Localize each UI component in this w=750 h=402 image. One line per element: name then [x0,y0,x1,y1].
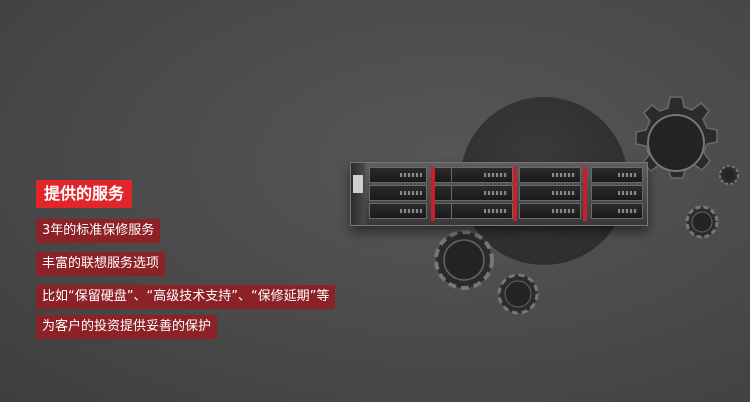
drive-bay-group [451,167,513,221]
drive-bay-divider [583,167,587,221]
service-item-options: 丰富的联想服务选项 [36,252,166,276]
gear-icon-bottom-small [497,273,539,315]
server-image [350,162,648,226]
gear-icon-small-top [719,165,739,185]
drive-bay-group [591,167,643,221]
drive-bay-divider [431,167,435,221]
server-ear [351,163,365,225]
service-item-warranty: 3年的标准保修服务 [36,219,161,243]
gear-icon-bottom [434,230,494,290]
services-title: 提供的服务 [36,180,133,208]
service-item-examples: 比如“保留硬盘”、“高级技术支持”、“保修延期”等 [36,285,336,309]
drive-bay-divider [513,167,517,221]
gear-icon-right [685,205,719,239]
drive-bay-group [369,167,427,221]
server-logo [353,175,363,193]
gear-icon-large [635,96,718,179]
drive-bay-group [519,167,581,221]
service-item-protection: 为客户的投资提供妥善的保护 [36,315,218,339]
